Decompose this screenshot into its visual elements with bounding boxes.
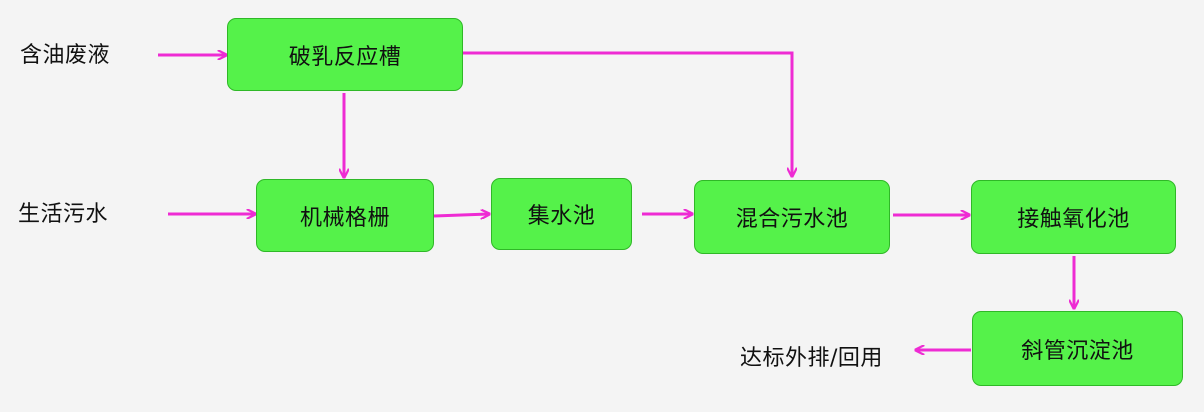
node-mixing-tank-label: 混合污水池 <box>735 207 849 232</box>
node-mixing-tank[interactable]: 混合污水池 <box>694 180 890 254</box>
input-label-domestic-sewage: 生活污水 <box>18 202 109 227</box>
arrow-screen-to-collection <box>433 214 489 216</box>
node-contact-oxidation-tank[interactable]: 接触氧化池 <box>971 180 1176 254</box>
output-label-discharge: 达标外排/回用 <box>740 346 883 371</box>
node-mechanical-screen[interactable]: 机械格栅 <box>256 179 434 252</box>
node-contact-oxidation-tank-label: 接触氧化池 <box>1017 207 1130 232</box>
node-collection-tank-label: 集水池 <box>527 204 596 229</box>
node-inclined-tube-settler[interactable]: 斜管沉淀池 <box>972 311 1183 386</box>
node-mechanical-screen-label: 机械格栅 <box>299 205 390 231</box>
node-demulsification-tank-label: 破乳反应槽 <box>288 44 402 70</box>
node-inclined-tube-settler-label: 斜管沉淀池 <box>1021 338 1134 364</box>
node-collection-tank[interactable]: 集水池 <box>491 178 632 250</box>
input-label-oily-waste: 含油废液 <box>20 43 111 68</box>
arrow-demulsification-to-mixing <box>463 51 792 176</box>
node-demulsification-tank[interactable]: 破乳反应槽 <box>227 18 463 91</box>
